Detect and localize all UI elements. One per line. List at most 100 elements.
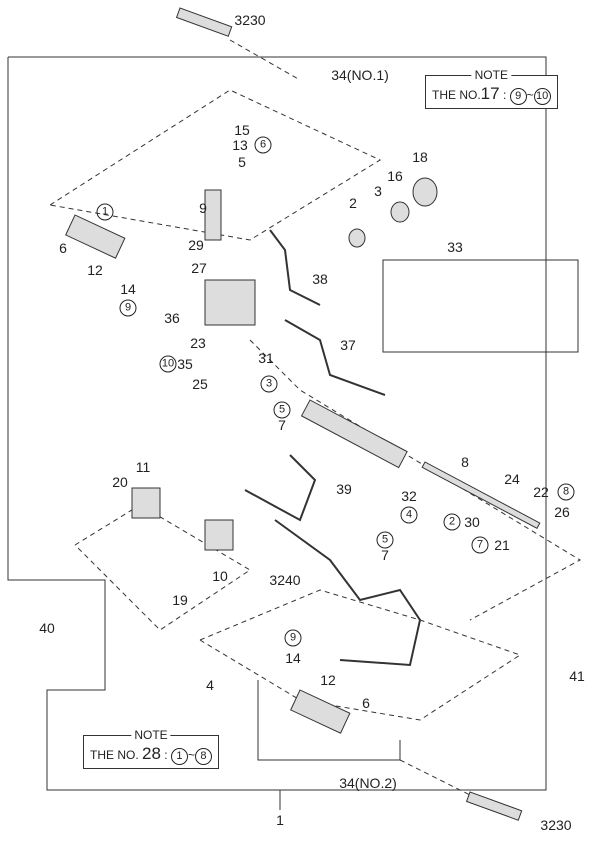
part-label: 37 <box>340 337 356 353</box>
part-label: 16 <box>387 168 403 184</box>
note-to: 10 <box>533 88 551 105</box>
part-label: 40 <box>39 620 55 636</box>
part-label: 21 <box>494 537 510 553</box>
part-label: 5 <box>238 154 246 170</box>
note-sep: : <box>164 748 168 762</box>
part-label: 33 <box>447 239 463 255</box>
note-from: 1 <box>170 748 188 765</box>
part-label: 6 <box>59 240 67 256</box>
part-label: 34(NO.2) <box>339 775 397 791</box>
part-label: 24 <box>504 471 520 487</box>
tie-rod-end-top <box>175 7 233 37</box>
part-label: 8 <box>557 483 575 501</box>
note-number: 28 <box>142 744 161 763</box>
part-label: 5 <box>376 531 394 549</box>
part-label: 10 <box>159 355 177 373</box>
note-tilde: ~ <box>187 748 195 762</box>
part-label: 8 <box>461 454 469 470</box>
tube-39 <box>244 454 317 522</box>
bracket-33-box <box>382 259 579 353</box>
rack-bar <box>421 461 541 530</box>
part-label: 3230 <box>540 817 572 833</box>
part-label: 9 <box>119 299 137 317</box>
part-label: 30 <box>464 514 480 530</box>
bushing-10 <box>204 519 234 551</box>
part-label: 9 <box>284 629 302 647</box>
note-tilde: ~ <box>526 88 534 102</box>
part-label: 20 <box>112 474 128 490</box>
rack-housing <box>300 399 408 469</box>
part-label: 25 <box>192 376 208 392</box>
tie-rod-kit-dashed-box <box>199 589 522 721</box>
tube-37 <box>284 319 386 396</box>
part-label: 6 <box>254 136 272 154</box>
note-prefix: THE NO. <box>432 88 481 102</box>
part-label: 31 <box>258 350 274 366</box>
part-label: 26 <box>554 504 570 520</box>
part-label: 1 <box>276 812 284 828</box>
part-label: 27 <box>191 260 207 276</box>
assembly-boundary <box>7 56 547 791</box>
part-label: 7 <box>278 417 286 433</box>
part-label: 12 <box>320 672 336 688</box>
part-label: 41 <box>569 668 585 684</box>
note-to: 8 <box>194 748 212 765</box>
part-label: 10 <box>212 568 228 584</box>
part-label: 15 <box>234 122 250 138</box>
note-number: 17 <box>480 84 500 103</box>
part-label: 5 <box>273 401 291 419</box>
tie-rod-end-bottom <box>465 791 523 821</box>
part-label: 36 <box>164 310 180 326</box>
part-label: 3240 <box>269 572 301 588</box>
bushing-11 <box>131 487 161 519</box>
part-label: 1 <box>96 203 114 221</box>
part-label: 38 <box>312 271 328 287</box>
gear-kit-dashed-box <box>49 89 382 241</box>
part-label: 19 <box>172 592 188 608</box>
part-label: 6 <box>362 695 370 711</box>
pinion-shaft <box>204 189 222 241</box>
part-label: 39 <box>336 481 352 497</box>
note-sep: : <box>502 88 507 102</box>
part-label: 18 <box>412 149 428 165</box>
part-label: 2 <box>443 513 461 531</box>
part-label: 34(NO.1) <box>331 67 389 83</box>
plug-2 <box>348 228 366 248</box>
leader-34-no2 <box>257 680 401 761</box>
part-label: 2 <box>349 195 357 211</box>
part-label: 23 <box>190 335 206 351</box>
part-label: 11 <box>135 459 151 475</box>
part-label: 4 <box>400 506 418 524</box>
part-label: 7 <box>381 547 389 563</box>
part-label: 7 <box>471 536 489 554</box>
valve-body <box>204 279 256 326</box>
note-17: NOTE THE NO.17 : 9~10 <box>425 68 558 109</box>
yoke-16 <box>390 201 410 223</box>
tube-38 <box>269 229 321 306</box>
part-label: 22 <box>533 484 549 500</box>
part-label: 14 <box>285 650 301 666</box>
oil-seal-18 <box>412 177 438 207</box>
part-label: 4 <box>206 677 214 693</box>
part-label: 13 <box>232 137 248 153</box>
part-label: 12 <box>87 262 103 278</box>
part-label: 14 <box>120 281 136 297</box>
part-label: 35 <box>177 356 193 372</box>
tube-long <box>274 519 422 667</box>
note-title: NOTE <box>471 68 511 82</box>
part-label: 3230 <box>234 12 266 28</box>
part-label: 32 <box>401 488 417 504</box>
note-title: NOTE <box>131 728 171 742</box>
boot-upper <box>65 214 126 259</box>
note-from: 9 <box>509 88 527 105</box>
part-label: 29 <box>188 237 204 253</box>
part-label: 3 <box>260 375 278 393</box>
part-label: 9 <box>199 200 207 216</box>
bracket-kit-dashed-box <box>74 504 251 631</box>
note-28: NOTE THE NO. 28 : 1~8 <box>83 728 219 769</box>
part-label: 3 <box>374 183 382 199</box>
boot-lower <box>290 689 351 734</box>
note-prefix: THE NO. <box>90 748 139 762</box>
